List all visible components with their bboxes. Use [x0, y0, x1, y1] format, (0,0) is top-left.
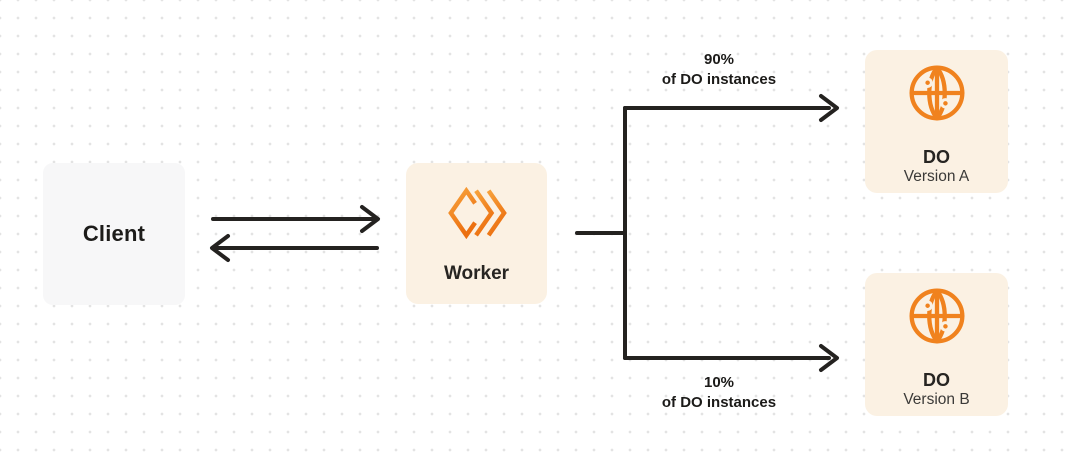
do-b-title: DO [923, 370, 950, 390]
route-caption-a: of DO instances [661, 71, 777, 88]
node-worker: Worker [406, 163, 547, 304]
arrow-worker-to-client [210, 234, 379, 262]
do-a-subtitle: Version A [903, 168, 970, 185]
workers-logo-icon [447, 187, 507, 239]
worker-label: Worker [443, 263, 510, 284]
node-client: Client [43, 163, 185, 305]
route-label-version-b: 10% of DO instances [619, 373, 819, 413]
route-caption-b: of DO instances [661, 394, 777, 411]
client-label: Client [82, 221, 146, 246]
route-percent-a: 90% [703, 51, 735, 68]
route-label-version-a: 90% of DO instances [619, 50, 819, 90]
durable-object-globe-icon [907, 286, 967, 346]
node-do-version-a: DO Version A [865, 50, 1008, 193]
arrow-client-to-worker [211, 205, 380, 233]
arrow-split-to-do-b [623, 344, 839, 372]
route-percent-b: 10% [703, 374, 735, 391]
node-do-version-b: DO Version B [865, 273, 1008, 416]
connector-split-stem [575, 106, 627, 360]
do-b-subtitle: Version B [903, 391, 970, 408]
durable-object-globe-icon [907, 63, 967, 123]
arrow-split-to-do-a [623, 94, 839, 122]
do-a-title: DO [923, 147, 950, 167]
